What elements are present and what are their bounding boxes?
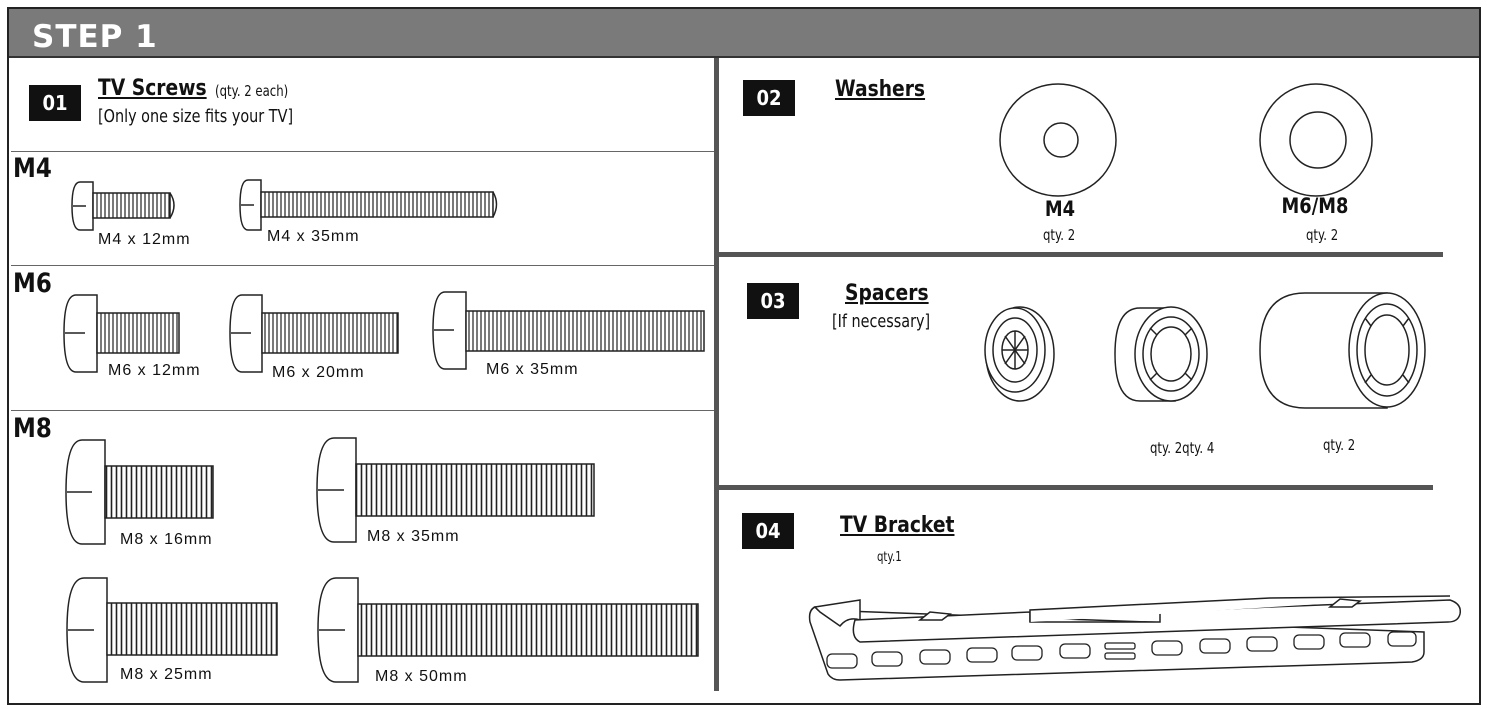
spacer-qty-left: qty. 2qty. 4: [1150, 439, 1215, 457]
spacer-medium: [1114, 306, 1208, 402]
screw-m8-35: [316, 437, 595, 543]
washer-label-m4: M4: [1044, 197, 1076, 221]
badge-01: 01: [29, 85, 81, 121]
screw-m8-50: [317, 577, 699, 683]
screw-m6-20: [229, 294, 399, 373]
washer-qty-m4: qty. 2: [1043, 226, 1076, 244]
divider-m6: [11, 265, 714, 266]
spacers-title: Spacers: [845, 281, 929, 306]
step-title: STEP 1: [32, 19, 158, 55]
screw-label: M8 x 25mm: [120, 666, 213, 683]
screw-m6-12: [63, 294, 180, 373]
spacer-long: [1259, 292, 1426, 409]
screw-label: M4 x 12mm: [98, 231, 191, 248]
washer-illustrations: [999, 83, 1373, 197]
badge-03: 03: [747, 283, 799, 319]
spacer-thin: [984, 306, 1055, 402]
screw-m4-12: [71, 181, 175, 231]
bracket-slots: [826, 631, 1417, 669]
group-label-m6: M6: [13, 268, 52, 299]
group-label-m4: M4: [13, 153, 52, 184]
step-header: [9, 9, 1479, 58]
screw-label: M8 x 16mm: [120, 531, 213, 548]
badge-04: 04: [742, 513, 794, 549]
divider-m8: [11, 410, 714, 411]
screw-label: M8 x 50mm: [375, 668, 468, 685]
tv-screws-note: [Only one size fits your TV]: [98, 106, 294, 127]
spacers-note: [If necessary]: [832, 311, 931, 332]
screw-m6-35: [432, 291, 705, 370]
washer-m6-m8: [1259, 83, 1373, 197]
screw-m8-16: [65, 439, 214, 545]
washer-qty-m6-m8: qty. 2: [1306, 226, 1339, 244]
divider-washers: [719, 252, 1443, 257]
screw-m4-35: [239, 179, 498, 231]
divider-m4: [11, 151, 714, 152]
washer-label-m6-m8: M6/M8: [1281, 194, 1349, 218]
group-label-m8: M8: [13, 413, 52, 444]
spacer-qty-right: qty. 2: [1323, 436, 1356, 454]
spacer-illustrations: [984, 292, 1426, 409]
screw-label: M6 x 35mm: [486, 361, 579, 378]
screw-label: M8 x 35mm: [367, 528, 460, 545]
tv-screws-title: TV Screws: [98, 76, 207, 101]
washer-m4: [999, 83, 1117, 197]
vertical-divider: [714, 58, 719, 691]
tv-bracket-illustration: [808, 595, 1462, 681]
screw-label: M4 x 35mm: [267, 228, 360, 245]
screw-illustrations: [63, 179, 705, 683]
screw-label: M6 x 12mm: [108, 362, 201, 379]
tv-bracket-title: TV Bracket: [840, 513, 955, 538]
screw-m8-25: [66, 577, 278, 683]
screw-label: M6 x 20mm: [272, 364, 365, 381]
tv-screws-qty: (qty. 2 each): [215, 82, 289, 100]
badge-02: 02: [743, 80, 795, 116]
divider-spacers: [719, 485, 1433, 490]
tv-bracket-qty: qty.1: [877, 550, 902, 565]
washers-title: Washers: [835, 77, 926, 102]
